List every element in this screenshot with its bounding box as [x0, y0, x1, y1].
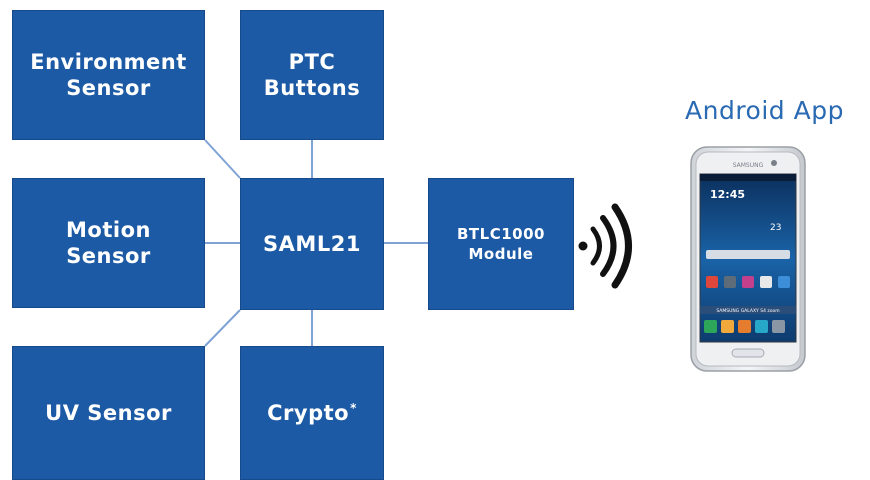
- phone-brand-text: SAMSUNG: [733, 162, 764, 169]
- crypto-footnote-mark: *: [350, 400, 357, 415]
- android-app-title: Android App: [685, 96, 844, 125]
- crypto-block: Crypto*: [240, 346, 384, 480]
- uv-sensor-block: UV Sensor: [12, 346, 205, 480]
- btlc1000-module-label: BTLC1000 Module: [457, 224, 545, 263]
- btlc1000-module-block: BTLC1000 Module: [428, 178, 574, 310]
- crypto-text: Crypto: [267, 400, 350, 425]
- ptc-buttons-label: PTC Buttons: [263, 49, 361, 100]
- phone-screen-time: 12:45: [710, 188, 745, 201]
- environment-sensor-block: Environment Sensor: [12, 10, 205, 140]
- phone-screen-clock: 23: [770, 223, 781, 233]
- environment-sensor-label: Environment Sensor: [30, 49, 187, 100]
- motion-sensor-label: Motion Sensor: [66, 217, 151, 268]
- phone-model-text: SAMSUNG GALAXY S4 zoom: [716, 308, 779, 314]
- saml21-block: SAML21: [240, 178, 384, 310]
- connector-env-saml: [204, 139, 241, 179]
- wireless-signal-icon: [578, 203, 632, 289]
- saml21-label: SAML21: [263, 231, 361, 256]
- uv-sensor-label: UV Sensor: [45, 400, 172, 425]
- crypto-label: Crypto*: [267, 400, 357, 426]
- smartphone-icon: SAMSUNG 12:45 23 SAMSUNG GALAXY S4 zoom: [690, 146, 806, 372]
- motion-sensor-block: Motion Sensor: [12, 178, 205, 308]
- ptc-buttons-block: PTC Buttons: [240, 10, 384, 140]
- connector-uv-saml: [204, 309, 241, 347]
